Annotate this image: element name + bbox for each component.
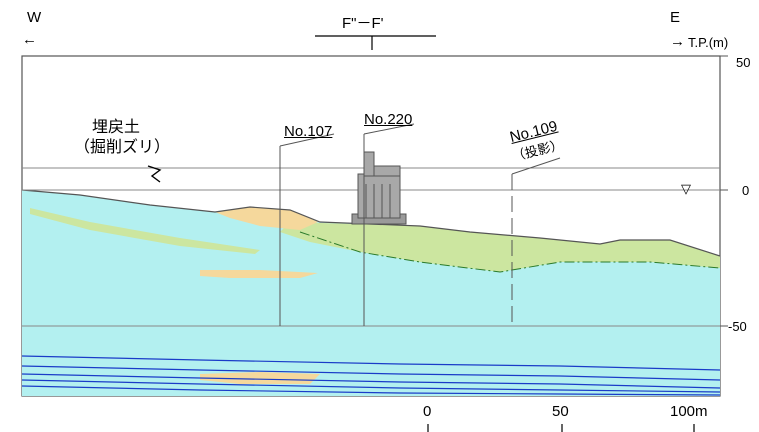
sand-lens xyxy=(200,270,318,278)
building xyxy=(351,151,407,225)
borehole-no107-label: No.107 xyxy=(284,123,333,140)
east-arrow: → xyxy=(670,33,685,50)
elevation-unit: T.P.(m) xyxy=(688,35,729,50)
green-lens xyxy=(30,208,260,254)
water-level-icon: ▽ xyxy=(681,181,691,196)
boundary-line xyxy=(299,231,721,273)
west-arrow: ← xyxy=(22,31,37,48)
borehole-no109-leader xyxy=(511,157,561,175)
deep-sand-lens xyxy=(200,372,320,384)
elevation-tick-50: 50 xyxy=(736,55,751,70)
deep-strata-lines xyxy=(21,355,721,396)
fill-soil-pointer xyxy=(147,165,162,183)
scale-label-100m: 100m xyxy=(670,403,708,420)
scale-label-50: 50 xyxy=(552,403,569,420)
west-label: W xyxy=(27,9,42,26)
sand-mound xyxy=(215,207,318,230)
fill-soil-sublabel: （掘削ズリ） xyxy=(74,139,171,156)
section-label: F"－F' xyxy=(342,15,384,32)
scale-label-0: 0 xyxy=(423,403,432,420)
elevation-tick-0: 0 xyxy=(742,183,750,198)
east-label: E xyxy=(670,9,681,26)
fill-soil-label: 埋戻土 xyxy=(92,119,141,136)
elevation-tick-minus50: -50 xyxy=(728,319,747,334)
green-layer xyxy=(280,222,720,272)
borehole-no220-label: No.220 xyxy=(364,111,413,128)
borehole-no220-leader xyxy=(363,123,415,135)
borehole-no107-leader xyxy=(279,133,335,147)
